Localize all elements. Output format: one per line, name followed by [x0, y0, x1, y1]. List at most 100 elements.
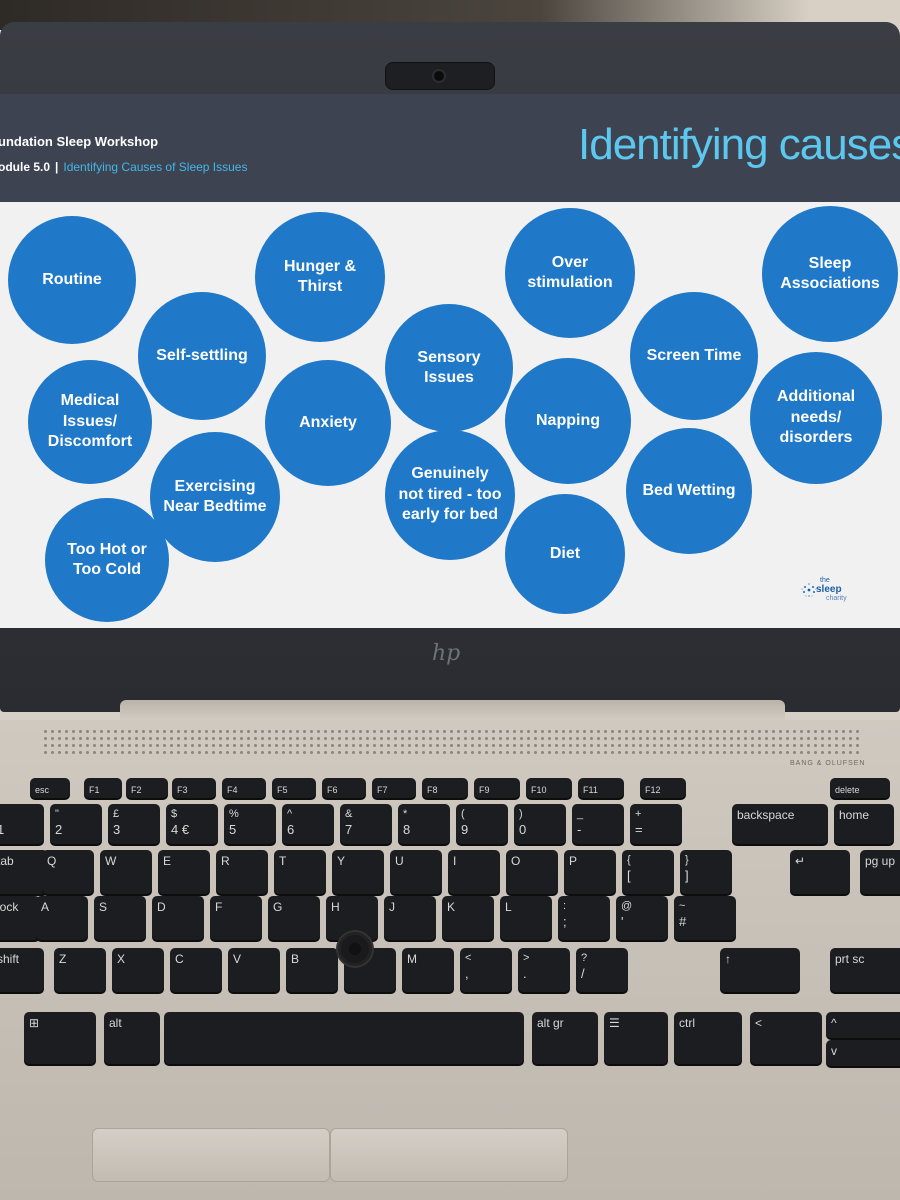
key[interactable]: F3 — [172, 778, 216, 798]
key[interactable]: W — [100, 850, 152, 894]
key[interactable]: F1 — [84, 778, 122, 798]
key[interactable]: Y — [332, 850, 384, 894]
key[interactable] — [164, 1012, 524, 1064]
key[interactable]: X — [112, 948, 164, 992]
key[interactable]: $4 € — [166, 804, 218, 844]
key[interactable]: F10 — [526, 778, 572, 798]
key[interactable]: F2 — [126, 778, 168, 798]
key[interactable]: < — [750, 1012, 822, 1064]
key[interactable]: %5 — [224, 804, 276, 844]
key[interactable]: ctrl — [674, 1012, 742, 1064]
key[interactable]: F9 — [474, 778, 520, 798]
cause-bubble: Sensory Issues — [385, 304, 513, 432]
key[interactable]: !1 — [0, 804, 44, 844]
touchpad-left-button[interactable] — [92, 1128, 330, 1182]
key[interactable]: I — [448, 850, 500, 894]
key[interactable]: O — [506, 850, 558, 894]
key-label: delete — [835, 785, 860, 795]
key[interactable]: += — [630, 804, 682, 844]
key[interactable]: backspace — [732, 804, 828, 844]
key[interactable]: T — [274, 850, 326, 894]
key-label: home — [839, 808, 870, 822]
key[interactable]: prt sc — [830, 948, 900, 992]
key[interactable]: J — [384, 896, 436, 940]
key[interactable]: E — [158, 850, 210, 894]
key[interactable]: ^ — [826, 1012, 900, 1038]
key[interactable]: R — [216, 850, 268, 894]
key[interactable]: home — [834, 804, 894, 844]
key[interactable]: K — [442, 896, 494, 940]
key[interactable]: )0 — [514, 804, 566, 844]
cause-label: Anxiety — [299, 413, 357, 431]
sleep-charity-logo: the sleep charity — [800, 577, 860, 607]
key[interactable]: V — [228, 948, 280, 992]
key[interactable]: F6 — [322, 778, 366, 798]
key[interactable]: ?/ — [576, 948, 628, 992]
touchpad-right-button[interactable] — [330, 1128, 568, 1182]
key[interactable]: £3 — [108, 804, 160, 844]
key[interactable]: F8 — [422, 778, 468, 798]
key[interactable]: <, — [460, 948, 512, 992]
key-label: F10 — [531, 785, 547, 795]
key[interactable]: lock — [0, 896, 40, 940]
key[interactable]: ~# — [674, 896, 736, 940]
key[interactable]: (9 — [456, 804, 508, 844]
key[interactable]: ↑ — [720, 948, 800, 992]
cause-bubble: Medical Issues/ Discomfort — [28, 360, 152, 484]
key[interactable]: @' — [616, 896, 668, 940]
cause-label: Diet — [549, 544, 581, 562]
key[interactable]: ^6 — [282, 804, 334, 844]
key[interactable]: F4 — [222, 778, 266, 798]
key[interactable]: ☰ — [604, 1012, 668, 1064]
key-label: F3 — [177, 785, 188, 795]
key-label: O — [511, 854, 521, 868]
key-label: Z — [59, 952, 67, 966]
key[interactable]: U — [390, 850, 442, 894]
key[interactable]: D — [152, 896, 204, 940]
key[interactable]: >. — [518, 948, 570, 992]
module-separator: | — [55, 160, 59, 174]
key[interactable]: delete — [830, 778, 890, 798]
key[interactable]: P — [564, 850, 616, 894]
key-label: 7 — [345, 822, 353, 837]
key[interactable]: alt gr — [532, 1012, 598, 1064]
key[interactable]: Q — [42, 850, 94, 894]
module-name: Identifying Causes of Sleep Issues — [63, 160, 248, 174]
cause-bubble: Over stimulation — [505, 208, 635, 338]
key[interactable]: G — [268, 896, 320, 940]
key[interactable]: C — [170, 948, 222, 992]
key[interactable]: S — [94, 896, 146, 940]
presentation-slide: undation Sleep Workshop odule 5.0|Identi… — [0, 94, 900, 628]
key[interactable]: F7 — [372, 778, 416, 798]
key[interactable]: F5 — [272, 778, 316, 798]
key[interactable]: *8 — [398, 804, 450, 844]
key[interactable]: "2 — [50, 804, 102, 844]
key[interactable]: F11 — [578, 778, 624, 798]
key[interactable]: M — [402, 948, 454, 992]
cause-label: Medical Issues/ Discomfort — [47, 392, 133, 451]
key[interactable]: tab — [0, 850, 48, 894]
trackpoint[interactable] — [338, 932, 372, 966]
key[interactable]: shift — [0, 948, 44, 992]
key[interactable]: &7 — [340, 804, 392, 844]
cause-bubble: Sleep Associations — [762, 206, 898, 342]
key[interactable]: v — [826, 1040, 900, 1066]
cause-label: Hunger & Thirst — [284, 257, 356, 295]
key-label: backspace — [737, 808, 795, 822]
key[interactable]: esc — [30, 778, 70, 798]
key[interactable]: Z — [54, 948, 106, 992]
key[interactable]: L — [500, 896, 552, 940]
key[interactable]: pg up — [860, 850, 900, 894]
key-shift-label: < — [465, 952, 472, 964]
key[interactable]: _- — [572, 804, 624, 844]
key[interactable]: ⊞ — [24, 1012, 96, 1064]
key[interactable]: {[ — [622, 850, 674, 894]
key[interactable]: A — [36, 896, 88, 940]
key[interactable]: alt — [104, 1012, 160, 1064]
key[interactable]: ↵ — [790, 850, 850, 894]
key[interactable]: :; — [558, 896, 610, 940]
key[interactable]: B — [286, 948, 338, 992]
key[interactable]: }] — [680, 850, 732, 894]
key[interactable]: F12 — [640, 778, 686, 798]
key[interactable]: F — [210, 896, 262, 940]
